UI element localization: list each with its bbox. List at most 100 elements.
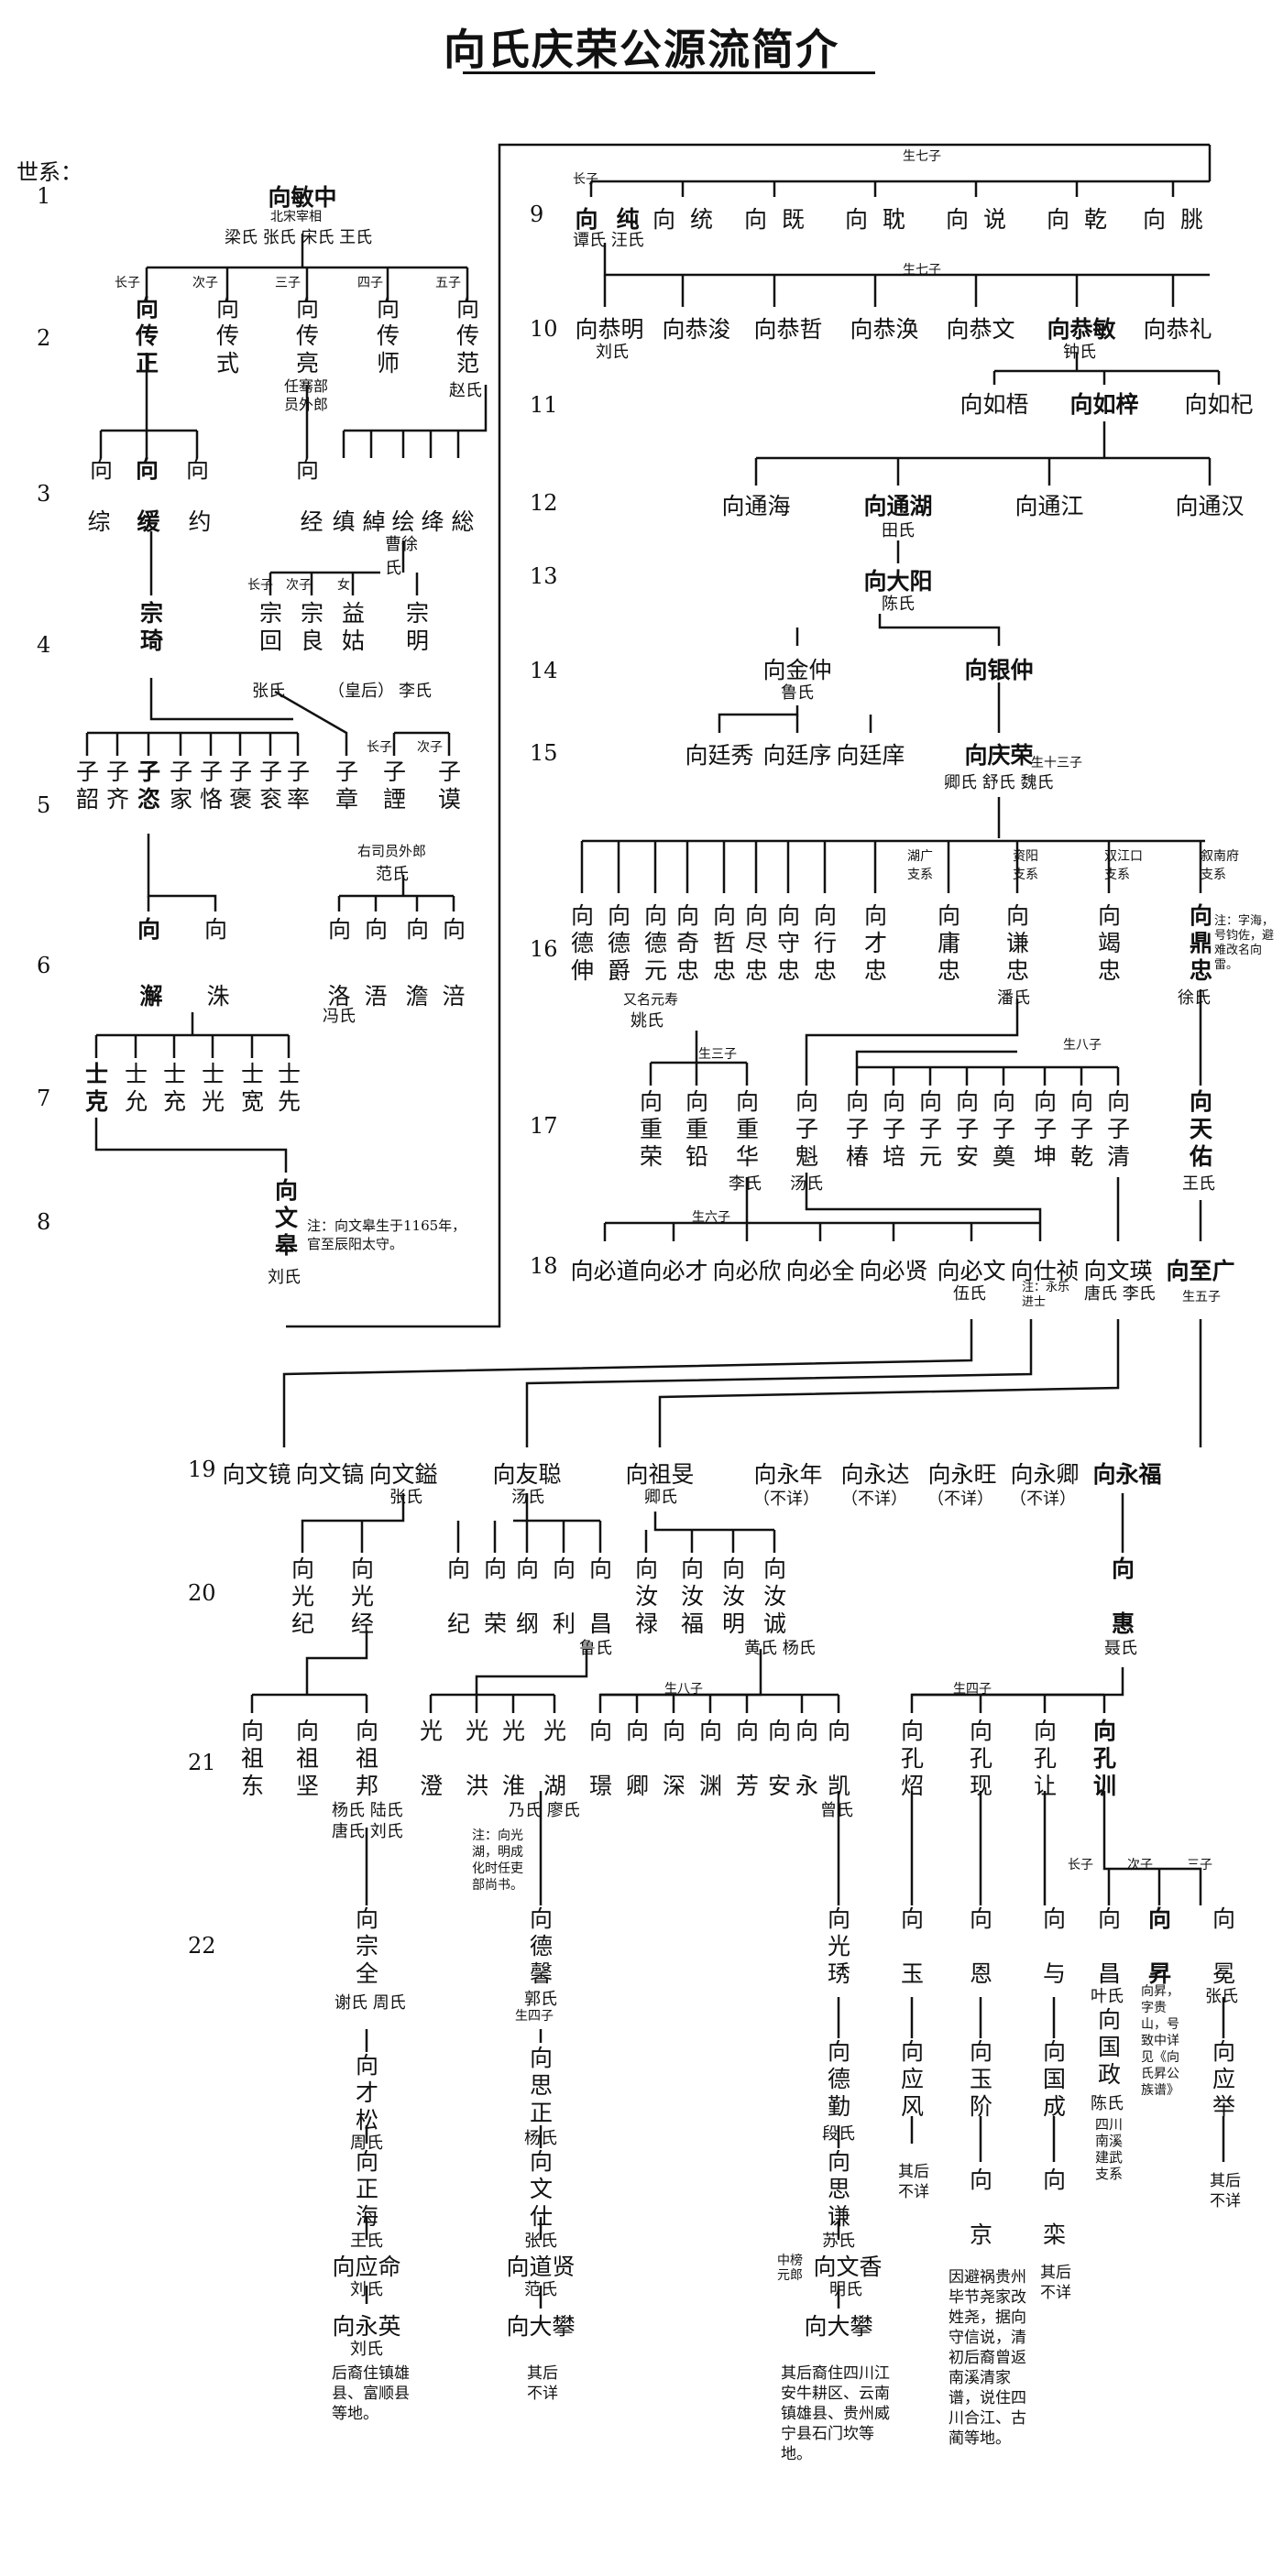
- person-yuan21: 向渊: [699, 1718, 723, 1799]
- g9-spouse: 谭氏 汪氏: [573, 231, 644, 250]
- g21-spouse-zeng: 曾氏: [820, 1801, 853, 1820]
- person-luo: 洛: [327, 983, 351, 1010]
- g16-note-yuanshou: 又名元寿: [623, 991, 679, 1008]
- person-wenyi: 向文鎰: [368, 1461, 438, 1488]
- person-bixin: 向必欣: [712, 1258, 782, 1284]
- person-zonghui: 宗回: [259, 600, 283, 654]
- person-shike: 士克: [85, 1061, 109, 1115]
- g22-label-3: 三子: [1187, 1858, 1212, 1872]
- g6-spouse: 冯氏: [323, 1007, 356, 1026]
- g1-spouses: 梁氏 张氏 宋氏 王氏: [225, 228, 373, 247]
- person-ruwu: 向如梧: [960, 391, 1029, 418]
- branch-shuangjiangkou: 双江口支系: [1104, 849, 1143, 882]
- person-xingzhong: 向行忠: [814, 902, 838, 984]
- g18-label: 生六子: [692, 1210, 730, 1225]
- person-biwen: 向必文: [937, 1258, 1006, 1284]
- person-youcong: 向友聪: [492, 1461, 562, 1488]
- person-dingzhong: 向鼎忠: [1190, 902, 1213, 984]
- g10-min-spouse: 钟氏: [1063, 343, 1096, 362]
- person-chun: 纯: [616, 206, 640, 233]
- g22-c2-spouse-2: 杨氏: [524, 2129, 557, 2148]
- person-siqian: 向思谦: [828, 2148, 851, 2230]
- title-underline: [463, 71, 875, 74]
- person-qian: 向 乾: [1047, 206, 1107, 233]
- person-zhu: 洙: [206, 983, 230, 1010]
- gen-17: 17: [530, 1113, 558, 1139]
- person-dan9: 向 耽: [845, 206, 905, 233]
- person-sheng22: 向昇: [1148, 1905, 1172, 1987]
- g12-spouse: 田氏: [882, 521, 915, 540]
- person-zijia: 子家: [170, 759, 193, 813]
- g22-c4-note: 其后不详: [898, 2163, 929, 2201]
- person-dapan-2: 向大攀: [804, 2313, 873, 2340]
- person-caisong: 向才松: [356, 2052, 379, 2134]
- g3-xiang-2: 向: [136, 456, 159, 483]
- g2-label-3: 三子: [275, 276, 301, 290]
- g4-label-3: 女: [337, 578, 350, 593]
- g18-note-jinshi: 注：永乐进士: [1022, 1281, 1070, 1309]
- person-yingju: 向应举: [1212, 2038, 1236, 2120]
- person-chuanfan: 向传范: [456, 295, 480, 377]
- gen-18: 18: [530, 1253, 558, 1279]
- g18-spouses-tangli: 唐氏 李氏: [1084, 1284, 1156, 1304]
- person-zongliang: 宗良: [301, 600, 324, 654]
- person-zilv: 子率: [287, 759, 311, 813]
- person-zipei: 向子培: [883, 1088, 906, 1170]
- g10-ming-spouse: 刘氏: [596, 343, 629, 362]
- person-zong: 综: [87, 508, 111, 535]
- person-yongfu: 向永福: [1092, 1461, 1162, 1488]
- g20-spouse-nie: 聂氏: [1104, 1639, 1137, 1658]
- person-jinzhong16: 向尽忠: [745, 902, 769, 984]
- g15-spouses: 卿氏 舒氏 魏氏: [944, 773, 1054, 792]
- person-kongxian: 向孔现: [970, 1718, 993, 1799]
- g19-spouse-qing: 卿氏: [644, 1488, 677, 1507]
- person-zikun: 向子坤: [1034, 1088, 1058, 1170]
- gen-6: 6: [37, 953, 51, 978]
- gen-16: 16: [530, 936, 558, 962]
- g17-spouse-li: 李氏: [729, 1174, 762, 1194]
- person-ruming: 向汝明: [722, 1555, 746, 1637]
- person-gonghuan: 向恭涣: [850, 316, 919, 343]
- g3-xiang-3: 向: [186, 456, 210, 483]
- person-wenshi: 向文仕: [530, 2148, 554, 2230]
- person-zhiguang: 向至广: [1166, 1258, 1235, 1284]
- g20-spouse-lu: 鲁氏: [579, 1639, 612, 1658]
- xiang-8: 向: [275, 1177, 299, 1204]
- person-zian: 向子安: [956, 1088, 980, 1170]
- g21-spouses-nailiao: 乃氏 廖氏: [509, 1801, 580, 1820]
- g22-c2-label: 生四子: [515, 2009, 554, 2024]
- g5-zimo-spouse: 范氏: [376, 865, 409, 884]
- gen-10: 10: [530, 316, 558, 342]
- person-an21: 向安: [768, 1718, 792, 1799]
- person-tingxiu: 向廷秀: [685, 742, 754, 769]
- person-yongda: 向永达: [840, 1461, 910, 1488]
- g21-note-guanghu: 注：向光湖，明成化时任吏部尚书。: [472, 1828, 523, 1893]
- gen-3: 3: [37, 481, 51, 507]
- person-chuo: 綽: [362, 508, 386, 535]
- g5-zimo-note: 右司员外郎: [357, 843, 427, 859]
- person-caizhong: 向才忠: [864, 902, 888, 984]
- person-bicai: 向必才: [639, 1258, 708, 1284]
- person-yongnian: 向永年: [753, 1461, 823, 1488]
- person-zhen: 缜: [332, 508, 356, 535]
- g4-label-2: 次子: [286, 578, 312, 593]
- person-zumin: 向祖旻: [625, 1461, 695, 1488]
- person-qizhong: 向奇忠: [676, 902, 700, 984]
- person-wenjing: 向文镜: [222, 1461, 291, 1488]
- g22-c3-spouse-3: 明氏: [829, 2280, 862, 2299]
- g22-c2-spouse-4: 范氏: [524, 2280, 557, 2299]
- person-dayang: 向大阳: [863, 568, 933, 595]
- gen-19: 19: [188, 1457, 216, 1482]
- person-zibao: 子褒: [229, 759, 253, 813]
- g22-c7-spouse-1: 叶氏: [1091, 1987, 1124, 2006]
- branch-ziyang: 资阳支系: [1013, 849, 1038, 882]
- g22-c8-note: 向昇，字贵山，号致中详见《向氏昇公族谱》: [1141, 1984, 1179, 2098]
- g4-hui-spouse: 张氏: [252, 682, 285, 701]
- person-ji20: 向纪: [447, 1555, 471, 1637]
- gen-2: 2: [37, 325, 51, 351]
- person-gongzhe: 向恭哲: [753, 316, 823, 343]
- person-chongrong: 向重荣: [640, 1088, 663, 1170]
- g19-spouse-tang: 汤氏: [511, 1488, 544, 1507]
- g6-xiang-1: 向: [137, 916, 161, 943]
